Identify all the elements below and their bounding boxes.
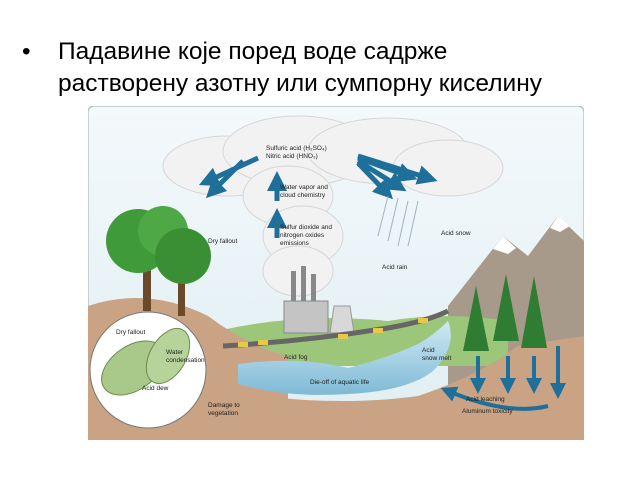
label-damage-2: vegetation	[208, 410, 238, 417]
label-acid-snow-melt-2: snow melt	[422, 355, 451, 362]
label-water-vapor-2: cloud chemistry	[280, 192, 326, 199]
label-nitric-acid: Nitric acid (HNO₃)	[266, 153, 318, 160]
label-acid-dew: Acid dew	[142, 385, 169, 392]
bullet-text-line-2: растворену азотну или сумпорну киселину	[22, 68, 622, 100]
label-leaf-dry-fallout: Dry fallout	[116, 329, 145, 336]
label-acid-fog: Acid fog	[284, 354, 308, 361]
acid-rain-diagram: Sulfuric acid (H₂SO₄) Nitric acid (HNO₃)…	[88, 106, 584, 440]
label-sulfuric-acid: Sulfuric acid (H₂SO₄)	[266, 145, 327, 152]
bullet-text-line-1: Падавине које поред воде садрже	[58, 38, 447, 65]
label-aluminum-toxicity: Aluminum toxicity	[462, 408, 513, 415]
label-acid-snow-melt-1: Acid	[422, 347, 435, 354]
label-sulfur-dioxide-3: emissions	[280, 240, 310, 247]
slide-bullet-text: •Падавине које поред воде садрже раствор…	[22, 36, 622, 100]
label-damage-1: Damage to	[208, 402, 240, 409]
label-sulfur-dioxide-2: nitrogen oxides	[280, 232, 325, 239]
label-die-off: Die-off of aquatic life	[310, 379, 370, 386]
leaf-inset	[90, 312, 206, 428]
label-dry-fallout: Dry fallout	[208, 238, 237, 245]
bullet-marker: •	[22, 36, 58, 68]
bullet-line-1: •Падавине које поред воде садрже	[22, 36, 622, 68]
label-water-condensation-2: condensation	[166, 357, 205, 364]
label-sulfur-dioxide-1: Sulfur dioxide and	[280, 224, 332, 231]
label-acid-rain: Acid rain	[382, 264, 408, 271]
label-acid-snow: Acid snow	[441, 230, 471, 237]
label-water-vapor-1: Water vapor and	[280, 184, 328, 191]
label-acid-leaching: Acid leaching	[466, 396, 505, 403]
label-water-condensation-1: Water	[166, 349, 184, 356]
